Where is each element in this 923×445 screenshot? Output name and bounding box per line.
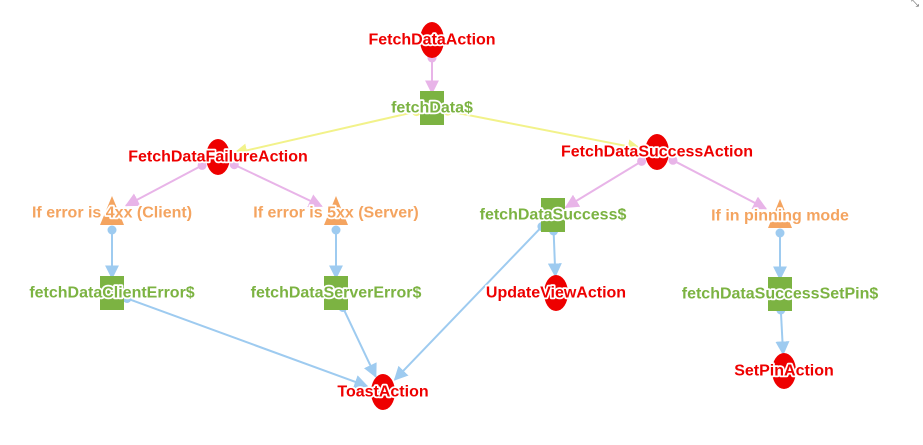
edge-source-dot <box>122 293 132 303</box>
effect-node-shape <box>768 277 792 311</box>
edge-source-dot <box>411 107 421 117</box>
action-node-shape <box>371 374 395 410</box>
node-label: fetchDataSuccessSetPin$ <box>682 286 879 303</box>
action-node-shape <box>645 134 669 170</box>
node-label: FetchDataFailureAction <box>128 149 308 166</box>
edge-source-dot <box>668 155 678 165</box>
node-condition[interactable]: If in pinning mode <box>709 199 851 228</box>
edge-source-dot <box>229 160 239 170</box>
edge-n7-n13 <box>393 225 543 381</box>
edge-n7-n11 <box>547 230 562 278</box>
edge-source-dot <box>331 225 341 235</box>
edge-n3-n5 <box>124 164 203 207</box>
condition-node-shape <box>100 196 124 225</box>
node-label: fetchDataServerError$ <box>251 285 422 302</box>
edge-n9-n13 <box>126 297 369 389</box>
node-label: If error is 5xx (Server) <box>253 205 418 222</box>
edge-source-dot <box>107 225 117 235</box>
node-label: fetchData$ <box>391 100 473 117</box>
node-effect[interactable]: fetchDataClientError$ <box>28 276 197 310</box>
action-node-shape <box>420 22 444 58</box>
node-condition[interactable]: If error is 5xx (Server) <box>252 196 420 225</box>
effect-node-shape <box>541 198 565 232</box>
node-action[interactable]: FetchDataSuccessAction <box>559 134 755 170</box>
nodes-layer: FetchDataAction fetchData$ FetchDataFailur… <box>28 22 880 410</box>
action-node-shape <box>206 139 230 175</box>
effect-node-shape <box>420 91 444 125</box>
edge-n4-n8 <box>672 159 768 210</box>
node-action[interactable]: UpdateViewAction <box>484 275 628 311</box>
node-label: FetchDataSuccessAction <box>561 144 753 161</box>
edge-n4-n7 <box>564 160 643 209</box>
node-label: If error is 4xx (Client) <box>32 205 192 222</box>
node-label: UpdateViewAction <box>486 285 626 302</box>
edge-source-dot <box>775 228 785 238</box>
node-label: If in pinning mode <box>711 208 849 225</box>
node-label: fetchDataSuccess$ <box>480 207 627 224</box>
node-effect[interactable]: fetchDataServerError$ <box>249 276 423 310</box>
node-condition[interactable]: If error is 4xx (Client) <box>30 196 194 225</box>
node-effect[interactable]: fetchDataSuccessSetPin$ <box>680 277 880 311</box>
edge-n2-n3 <box>233 110 417 158</box>
edge-n2-n4 <box>447 110 642 154</box>
node-label: SetPinAction <box>734 363 834 380</box>
node-effect[interactable]: fetchDataSuccess$ <box>478 198 628 232</box>
node-action[interactable]: FetchDataFailureAction <box>126 139 310 175</box>
edge-source-dot <box>443 106 453 116</box>
node-label: ToastAction <box>337 384 428 401</box>
edge-n10-n13 <box>341 307 377 378</box>
effect-node-shape <box>100 276 124 310</box>
edge-source-dot <box>637 156 647 166</box>
action-node-shape <box>544 275 568 311</box>
action-node-shape <box>772 353 796 389</box>
effect-node-shape <box>324 276 348 310</box>
node-label: fetchDataClientError$ <box>29 285 194 302</box>
edge-source-dot <box>197 160 207 170</box>
node-label: FetchDataAction <box>368 32 495 49</box>
node-effect[interactable]: fetchData$ <box>389 91 475 125</box>
node-action[interactable]: SetPinAction <box>732 353 836 389</box>
condition-node-shape <box>768 199 792 228</box>
node-action[interactable]: ToastAction <box>336 374 430 410</box>
resize-arrows-icon[interactable]: ⤡ <box>911 0 919 9</box>
condition-node-shape <box>324 196 348 225</box>
edge-n3-n6 <box>233 163 323 208</box>
node-action[interactable]: FetchDataAction <box>367 22 497 58</box>
edge-n12-n14 <box>775 309 790 356</box>
